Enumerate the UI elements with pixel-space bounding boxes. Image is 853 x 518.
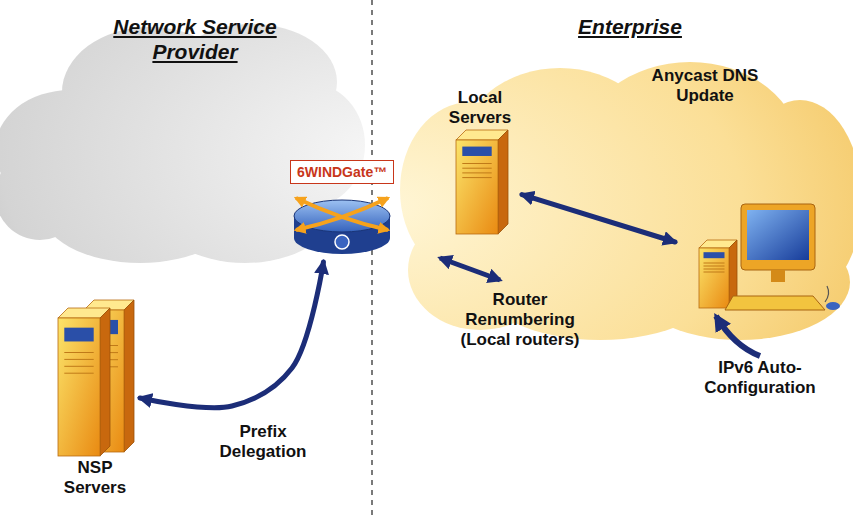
pc-icon-part — [825, 286, 829, 302]
nsp-icon-part — [64, 373, 93, 374]
nsp-icon-part — [64, 352, 93, 353]
edge-label: Prefix Delegation — [215, 422, 311, 462]
pc-icon-part — [704, 266, 725, 267]
local-server: Local Servers — [438, 88, 522, 236]
product-tag: 6WINDGate™ — [290, 160, 394, 184]
autoconfig-arrow — [716, 316, 760, 356]
connector-arrow — [140, 262, 323, 408]
nsp-icon-part — [64, 366, 93, 367]
local-icon-part — [462, 177, 491, 178]
edge-label: Anycast DNS Update — [640, 66, 770, 106]
local-server-icon — [438, 128, 522, 236]
local-icon-part — [462, 163, 491, 164]
pc-icon-part — [725, 296, 825, 310]
nsp-server-icon — [50, 298, 140, 458]
pc-icon-part — [771, 270, 785, 282]
workstation-icon — [675, 198, 845, 358]
pc-icon-part — [704, 263, 725, 264]
nsp-icon — [58, 300, 134, 456]
function-label: Router Renumbering (Local routers) — [452, 290, 588, 350]
renumbering-arrow — [440, 258, 500, 280]
pc-icon-part — [704, 252, 725, 258]
local-icon — [456, 130, 508, 234]
pc-icon-part — [741, 204, 815, 270]
nsp-icon-part — [124, 300, 134, 452]
nsp-icon-part — [100, 308, 110, 456]
divider-line — [371, 0, 372, 518]
pc-icon-part — [699, 248, 729, 308]
router-icon — [286, 184, 430, 262]
node-label: NSP Servers — [50, 458, 140, 498]
nsp-icon-part — [64, 328, 93, 342]
router-icon-part — [296, 198, 388, 230]
connector-arrow — [522, 195, 675, 242]
nsp-icon-part — [64, 359, 93, 360]
node-label: IPv6 Auto-Configuration — [675, 358, 845, 398]
router-icon-part — [296, 198, 388, 230]
local-icon-part — [456, 140, 498, 234]
router-icon — [294, 198, 390, 254]
pc-icon — [699, 204, 840, 310]
local-icon-part — [462, 168, 491, 169]
node-label: Local Servers — [438, 88, 522, 128]
pc-icon-part — [826, 302, 840, 310]
pc-icon-part — [704, 272, 725, 273]
router: 6WINDGate™ — [286, 160, 430, 262]
nsp-server: NSP Servers — [50, 298, 140, 498]
section-heading: Network Service Provider — [100, 14, 290, 64]
local-icon-part — [462, 147, 491, 156]
local-icon-part — [462, 172, 491, 173]
router-icon-part — [335, 235, 349, 249]
pc-icon-part — [704, 269, 725, 270]
product-tag-row: 6WINDGate™ — [286, 160, 430, 184]
section-heading: Enterprise — [540, 14, 720, 39]
local-icon-part — [498, 130, 508, 234]
pc-icon-part — [747, 210, 809, 260]
nsp-icon-part — [58, 318, 100, 456]
workstation: IPv6 Auto-Configuration — [675, 198, 845, 398]
